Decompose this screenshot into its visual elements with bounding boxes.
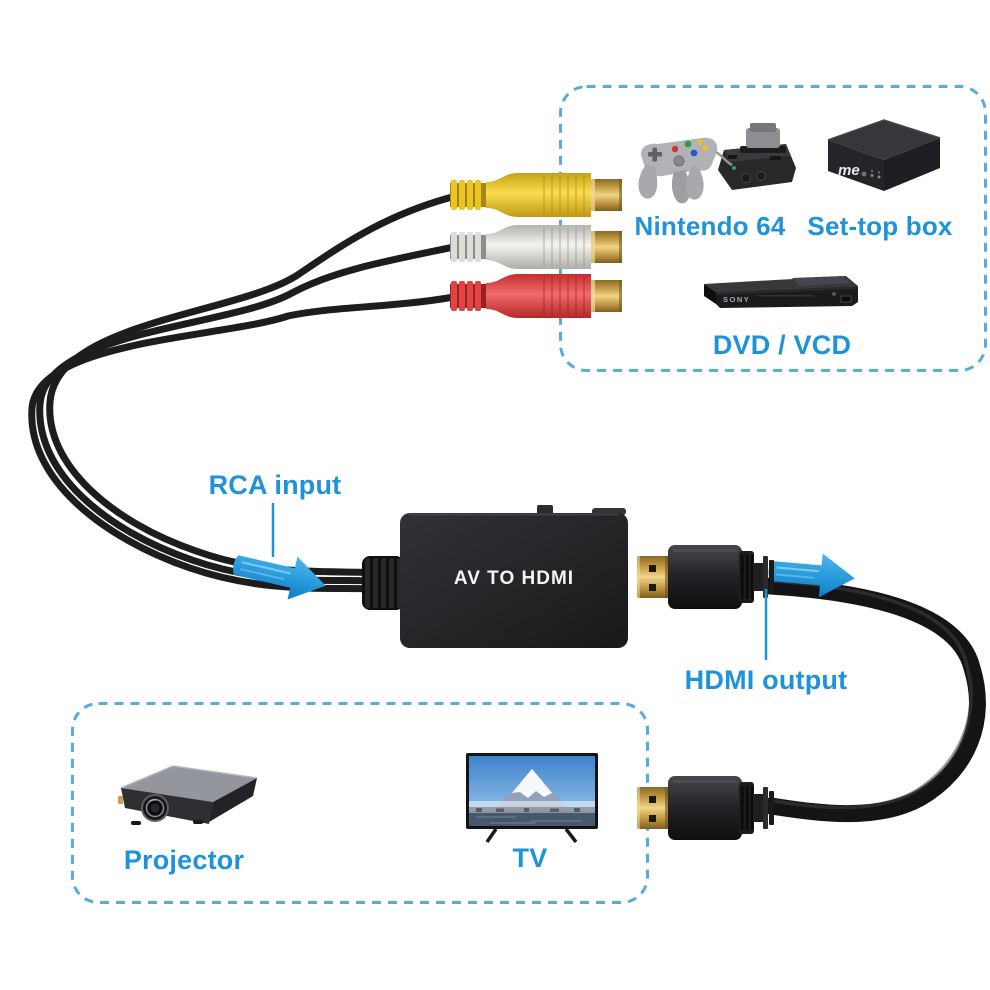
rca-input-label: RCA input [208,470,342,500]
rca-plug-red [450,274,622,318]
rca-cable-loop [28,192,460,593]
hdmi-output-label: HDMI output [684,665,848,695]
set-top-box-image: me [827,119,941,191]
nintendo-64-label: Nintendo 64 [634,211,786,241]
rca-plug-white [450,225,622,269]
source-devices-box-border [559,85,987,372]
set-top-box-logo: me [838,162,860,179]
hdmi-plug-converter-output [637,545,774,609]
hdmi-flow-arrow-icon [768,553,855,598]
rca-plug-yellow [450,173,622,217]
converter-switch [537,505,553,515]
hdmi-cable [761,577,986,823]
dvd-brand-text: SONY [723,295,750,304]
av-to-hdmi-converter [362,505,628,648]
projector-image [118,765,258,825]
dvd-player-image: SONY [704,276,858,308]
rca-flow-arrow-icon [233,555,326,600]
set-top-box-label: Set-top box [807,211,953,241]
dvd-vcd-label: DVD / VCD [712,330,852,360]
tv-label: TV [512,843,548,873]
output-devices-box-border [71,702,649,904]
converter-text: AV TO HDMI [453,568,575,589]
hdmi-plug-to-tv [637,776,774,840]
tv-image [466,753,598,844]
red-cable [28,293,458,593]
nintendo-64-image [638,123,796,204]
projector-label: Projector [123,845,245,875]
